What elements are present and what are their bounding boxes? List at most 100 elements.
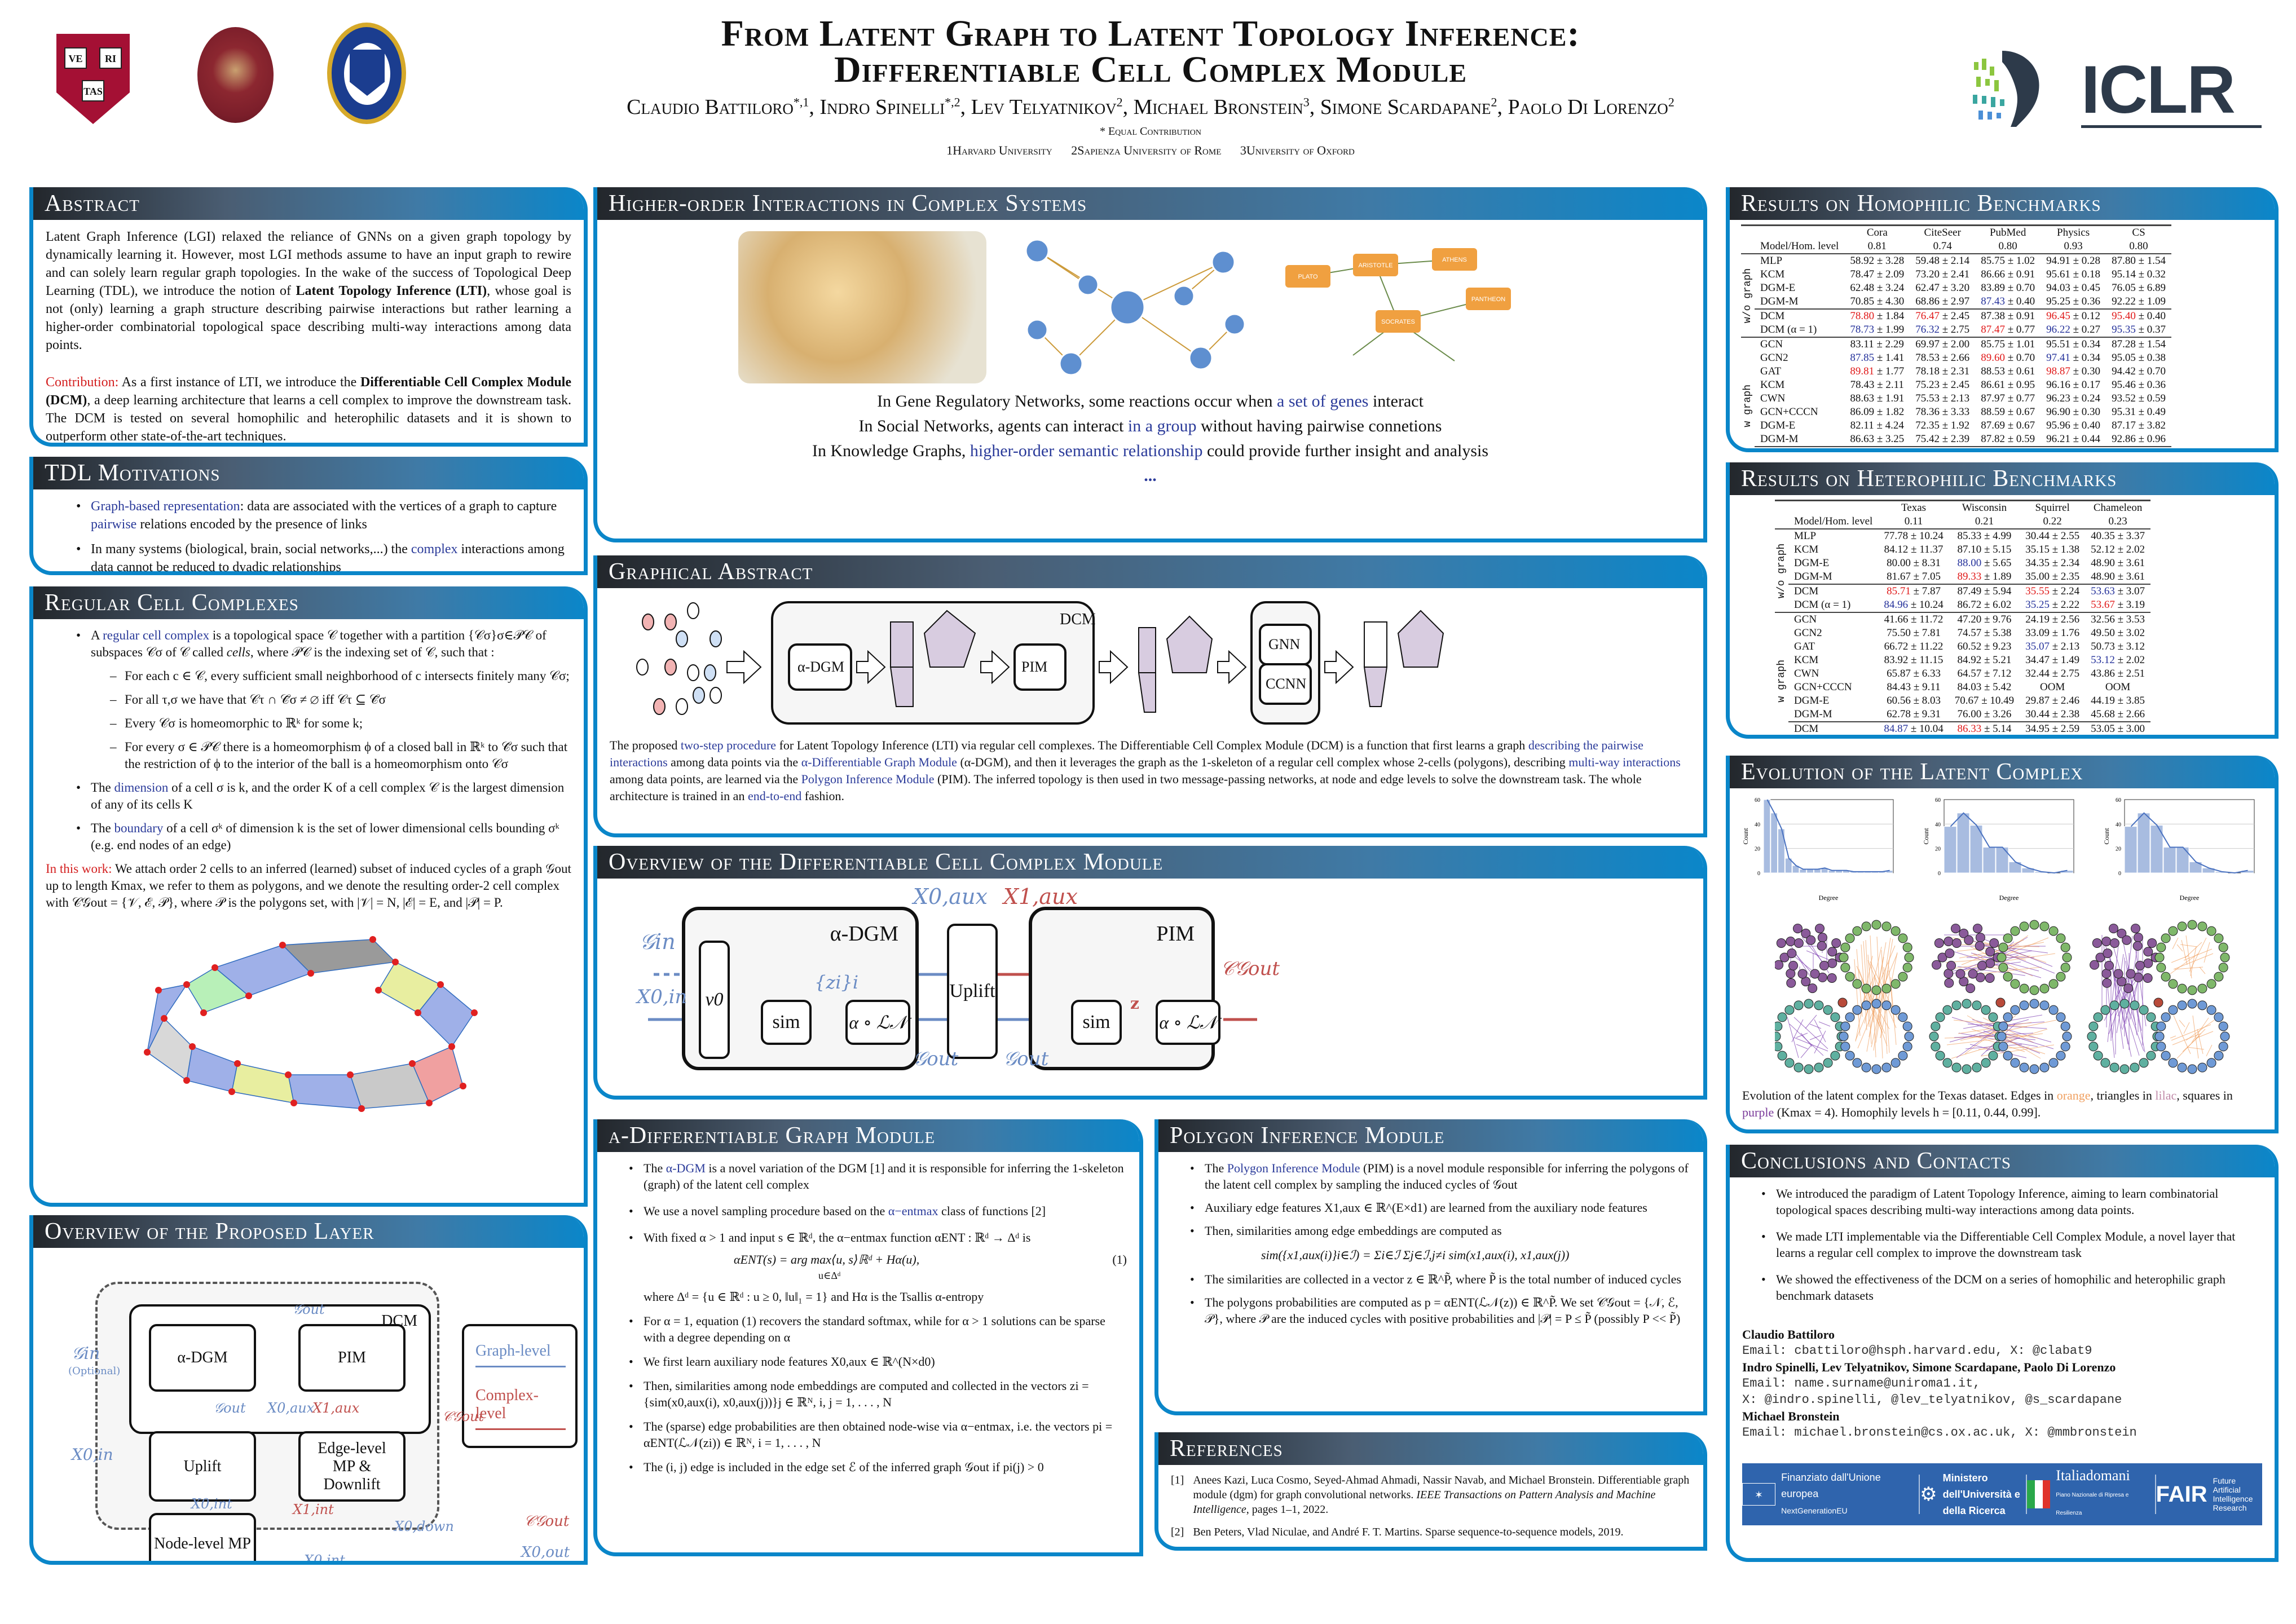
result-cell: 87.43 ± 0.40 xyxy=(1981,295,2035,307)
highlight: two-step procedure xyxy=(680,738,777,752)
iclr-text: ICLR xyxy=(2081,52,2236,127)
svg-text:Degree: Degree xyxy=(1999,894,2019,902)
text: Then, similarities among edge embeddings… xyxy=(1205,1224,1502,1238)
harvard-book: TAS xyxy=(82,80,104,102)
svg-text:40: 40 xyxy=(1755,822,1760,828)
highlight: α-DGM xyxy=(666,1161,706,1175)
text: could provide further insight and analys… xyxy=(1202,442,1489,460)
model-name: GCN+CCCN xyxy=(1760,406,1818,418)
text: among data points via the xyxy=(667,755,801,769)
graphical-abstract-diagram: DCM α-DGM PIM GNN CCNN xyxy=(597,588,1703,729)
author-name: Simone Scardapane xyxy=(1320,95,1491,119)
section-title: Graphical Abstract xyxy=(597,555,1703,588)
result-cell: 65.87 ± 6.33 xyxy=(1887,668,1941,679)
text: , squares in xyxy=(2176,1088,2233,1102)
model-name: DCM xyxy=(1755,308,1845,323)
funding-sub: Future Artificial Intelligence Research xyxy=(2213,1476,2253,1512)
text: Anees Kazi, Luca Cosmo, Seyed-Ahmad Ahma… xyxy=(1193,1474,1690,1501)
proposed-layer-panel: Overview of the Proposed Layer DCM α-DGM… xyxy=(29,1215,588,1565)
x0-int-label: X0,int xyxy=(191,1496,232,1512)
text: without having pairwise connetions xyxy=(1196,417,1442,435)
contact-email[interactable]: Email: michael.bronstein@cs.ox.ac.uk, X:… xyxy=(1742,1426,2137,1440)
higher-order-panel: Higher-order Interactions in Complex Sys… xyxy=(593,187,1707,542)
result-cell: 93.52 ± 0.59 xyxy=(2112,392,2166,404)
adgm-panel: α-Differentiable Graph Module The α-DGM … xyxy=(593,1119,1143,1556)
text: The proposed xyxy=(610,738,681,752)
result-cell: 88.49 ± 0.62 xyxy=(1975,446,2041,448)
svg-text:0: 0 xyxy=(1757,871,1760,877)
text: for Latent Topology Inference (LTI) via … xyxy=(776,738,1528,752)
text: Latent Graph Inference (LGI) relaxed the… xyxy=(46,230,571,298)
funding-sub: Piano Nazionale di Ripresa e Resilienza xyxy=(2056,1492,2129,1516)
result-cell: 87.80 ± 1.54 xyxy=(2112,255,2166,267)
svg-text:20: 20 xyxy=(1755,846,1760,853)
title-line-2: Differentiable Cell Complex Module xyxy=(834,49,1467,90)
result-cell: 95.61 ± 0.18 xyxy=(2046,268,2101,280)
result-cell: 95.35 ± 0.37 xyxy=(2112,324,2166,336)
result-cell: 92.22 ± 1.09 xyxy=(2112,295,2166,307)
result-cell: 80.00 ± 8.31 xyxy=(1887,557,1941,569)
result-cell: 96.16 ± 0.17 xyxy=(2046,379,2101,391)
highlight: Polygon Inference Module xyxy=(1227,1161,1360,1175)
result-cell: 35.15 ± 1.38 xyxy=(2025,544,2080,555)
result-cell: 75.23 ± 2.45 xyxy=(1915,379,1970,391)
result-cell: 88.00 ± 5.65 xyxy=(1957,557,2012,569)
sim-box-dgm: sim xyxy=(761,1000,812,1045)
result-cell: 87.47 ± 0.77 xyxy=(1981,324,2035,336)
uplift-box: Uplift xyxy=(149,1431,256,1502)
abstract-paragraph: Latent Graph Inference (LGI) relaxed the… xyxy=(46,228,571,354)
text: , whose goal is not (only) learning a gr… xyxy=(46,284,572,352)
dcm-overview-diagram: α-DGM ν0 sim α ∘ ℒ𝒩 Uplift PIM sim α ∘ ℒ… xyxy=(597,879,1703,1093)
equation-subscript: u∈Δᵈ xyxy=(818,1270,841,1281)
table-row: DCM (α = 1)84.96 ± 5.6085.36 ± 5.0535.13… xyxy=(1775,736,2150,739)
result-cell: 85.71 ± 7.87 xyxy=(1878,584,1949,598)
result-cell: 45.68 ± 2.66 xyxy=(2091,708,2145,720)
contact-name: Claudio Battiloro xyxy=(1742,1327,1835,1341)
highlight: complex xyxy=(411,542,458,557)
result-cell: 87.69 ± 0.67 xyxy=(1981,420,2035,431)
result-cell: 95.40 ± 0.40 xyxy=(2106,308,2171,323)
pim-box: PIM xyxy=(298,1324,406,1392)
result-cell: 44.19 ± 3.85 xyxy=(2091,695,2145,707)
result-cell: 96.90 ± 0.30 xyxy=(2046,406,2101,418)
model-name: MLP xyxy=(1794,530,1817,542)
contact-name: Michael Bronstein xyxy=(1742,1409,1840,1423)
result-cell: 88.53 ± 0.61 xyxy=(1981,365,2035,377)
contact-email[interactable]: Email: cbattiloro@hsph.harvard.edu, X: @… xyxy=(1742,1344,2092,1358)
pim-label: PIM xyxy=(1021,659,1048,675)
model-name: DGM-M xyxy=(1760,295,1799,307)
text: (Kmax = 4). Homophily levels h = [0.11, … xyxy=(1774,1105,2041,1119)
sub-bullet: For all τ,σ we have that 𝒞τ ∩ 𝒞̄σ ≠ ∅ if… xyxy=(110,691,571,708)
result-cell: 52.12 ± 2.02 xyxy=(2091,544,2145,555)
legend-box: Graph-level Complex-level xyxy=(462,1324,578,1448)
author-name: Michael Bronstein xyxy=(1133,95,1303,119)
cell-complex-illustration xyxy=(144,936,478,1112)
result-cell: 85.33 ± 4.99 xyxy=(1957,530,2012,542)
contact-email[interactable]: Email: name.surname@uniroma1.it, xyxy=(1742,1376,1981,1391)
result-cell: 76.32 ± 2.75 xyxy=(1915,324,1970,336)
tdl-motivations-panel: TDL Motivations Graph-based representati… xyxy=(29,457,588,575)
section-title: Polygon Inference Module xyxy=(1158,1119,1703,1152)
result-cell: 30.44 ± 2.38 xyxy=(2025,708,2080,720)
hom-level: 0.11 xyxy=(1878,515,1949,529)
z-label: z xyxy=(1130,994,1139,1013)
reference-number: [1] xyxy=(1171,1474,1184,1486)
model-name: DCM xyxy=(1755,446,1845,448)
hom-level: 0.74 xyxy=(1910,240,1976,254)
bullet: The α-DGM is a novel variation of the DG… xyxy=(629,1160,1127,1193)
result-cell: 34.95 ± 2.59 xyxy=(2020,721,2086,735)
result-cell: 78.36 ± 3.33 xyxy=(1915,406,1970,418)
result-cell: 95.51 ± 0.34 xyxy=(2046,338,2101,350)
svg-text:40: 40 xyxy=(1935,822,1941,828)
contact-social[interactable]: X: @indro.spinelli, @lev_telyatnikov, @s… xyxy=(1742,1393,2122,1407)
